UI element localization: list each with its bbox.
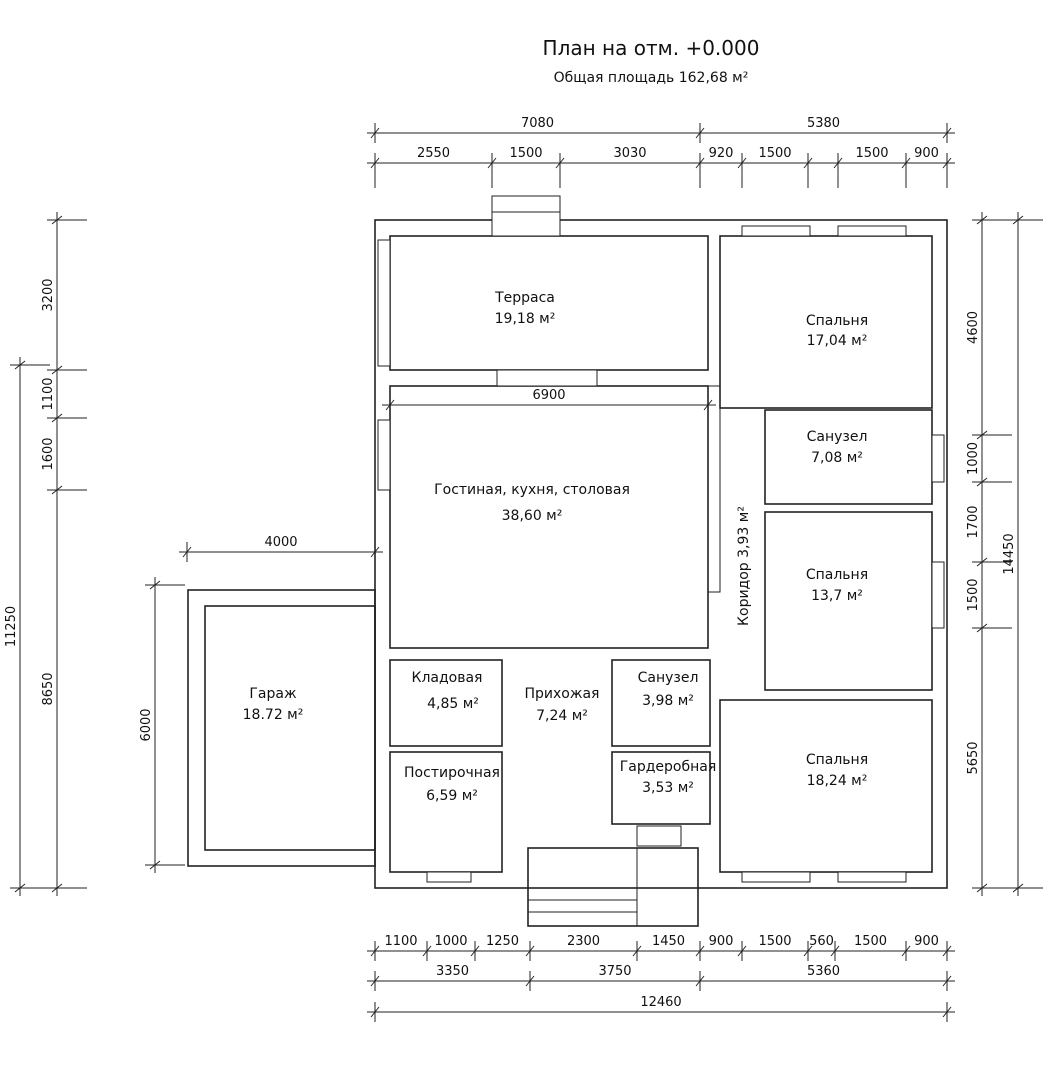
- dim-garage-width-label: 4000: [264, 535, 297, 550]
- dim-top-seg-label: 1500: [509, 146, 542, 161]
- dim-bottom-seg-label: 1000: [434, 934, 467, 949]
- dim-right-seg-label: 1500: [966, 578, 981, 611]
- room-corridor-label: Коридор 3,93 м²: [736, 506, 752, 626]
- room-living-area: 38,60 м²: [502, 508, 563, 524]
- room-bath2-area: 3,98 м²: [642, 693, 694, 709]
- dim-top-seg-label: 3030: [613, 146, 646, 161]
- room-bath2-name: Санузел: [638, 670, 699, 686]
- dim-bottom-mid-label: 5360: [807, 964, 840, 979]
- room-bath1-name: Санузел: [807, 429, 868, 445]
- dim-right-seg-label: 5650: [966, 741, 981, 774]
- room-labels: Терраса 19,18 м² Спальня 17,04 м² Санузе…: [243, 290, 869, 804]
- room-laundry-name: Постирочная: [404, 765, 500, 781]
- room-laundry-area: 6,59 м²: [426, 788, 478, 804]
- dim-right-seg-label: 1700: [966, 505, 981, 538]
- dim-bottom-seg-label: 1450: [652, 934, 685, 949]
- room-bedroom2-area: 13,7 м²: [811, 588, 863, 604]
- dim-bottom-seg-label: 1500: [854, 934, 887, 949]
- room-terrace-area: 19,18 м²: [495, 311, 556, 327]
- room-pantry-name: Кладовая: [412, 670, 483, 686]
- room-pantry-area: 4,85 м²: [427, 696, 479, 712]
- plan-subtitle: Общая площадь 162,68 м²: [554, 70, 749, 86]
- dim-bottom-total-label: 12460: [640, 995, 681, 1010]
- dim-left-seg-label: 1100: [41, 377, 56, 410]
- dim-bottom-seg-label: 1500: [758, 934, 791, 949]
- room-living-name: Гостиная, кухня, столовая: [434, 482, 630, 498]
- dim-top-seg-label: 1500: [758, 146, 791, 161]
- room-terrace-name: Терраса: [494, 290, 555, 306]
- dim-top-total-label: 7080: [521, 116, 554, 131]
- room-wardrobe-area: 3,53 м²: [642, 780, 694, 796]
- dim-right-total-label: 14450: [1002, 533, 1017, 574]
- walls: [187, 195, 948, 927]
- dim-bottom-seg-label: 900: [709, 934, 734, 949]
- dim-right-seg-label: 1000: [966, 442, 981, 475]
- dim-living-width-label: 6900: [532, 388, 565, 403]
- room-hall-area: 7,24 м²: [536, 708, 588, 724]
- room-bedroom3-name: Спальня: [806, 752, 868, 768]
- room-bedroom2-name: Спальня: [806, 567, 868, 583]
- dim-top-seg-label: 920: [709, 146, 734, 161]
- room-hall-name: Прихожая: [525, 686, 600, 702]
- dim-top-total-label: 5380: [807, 116, 840, 131]
- dim-left-seg-label: 8650: [41, 672, 56, 705]
- dim-bottom-mid-label: 3350: [436, 964, 469, 979]
- dimension-lines: 7080 5380 2550 1500 3030 920 1500 1500 900 1100 10…: [4, 116, 1043, 1022]
- dim-top-seg-label: 1500: [855, 146, 888, 161]
- dim-top-seg-label: 2550: [417, 146, 450, 161]
- room-wardrobe-name: Гардеробная: [620, 759, 717, 775]
- dim-bottom-seg-label: 900: [914, 934, 939, 949]
- room-bedroom3-area: 18,24 м²: [807, 773, 868, 789]
- room-bath1-area: 7,08 м²: [811, 450, 863, 466]
- room-garage-name: Гараж: [249, 686, 297, 702]
- dim-bottom-seg-label: 1250: [486, 934, 519, 949]
- room-bedroom1-name: Спальня: [806, 313, 868, 329]
- dim-left-total-label: 11250: [4, 606, 19, 647]
- dim-bottom-seg-label: 2300: [567, 934, 600, 949]
- dim-bottom-mid-label: 3750: [598, 964, 631, 979]
- dim-bottom-seg-label: 1100: [384, 934, 417, 949]
- room-garage-area: 18.72 м²: [243, 707, 304, 723]
- dim-left-seg-label: 1600: [41, 437, 56, 470]
- dim-left-seg-label: 3200: [41, 278, 56, 311]
- plan-title: План на отм. +0.000: [543, 36, 760, 60]
- room-bedroom1-area: 17,04 м²: [807, 333, 868, 349]
- dim-garage-height-label: 6000: [139, 708, 154, 741]
- dim-bottom-seg-label: 560: [809, 934, 834, 949]
- dim-top-seg-label: 900: [914, 146, 939, 161]
- dim-right-seg-label: 4600: [966, 311, 981, 344]
